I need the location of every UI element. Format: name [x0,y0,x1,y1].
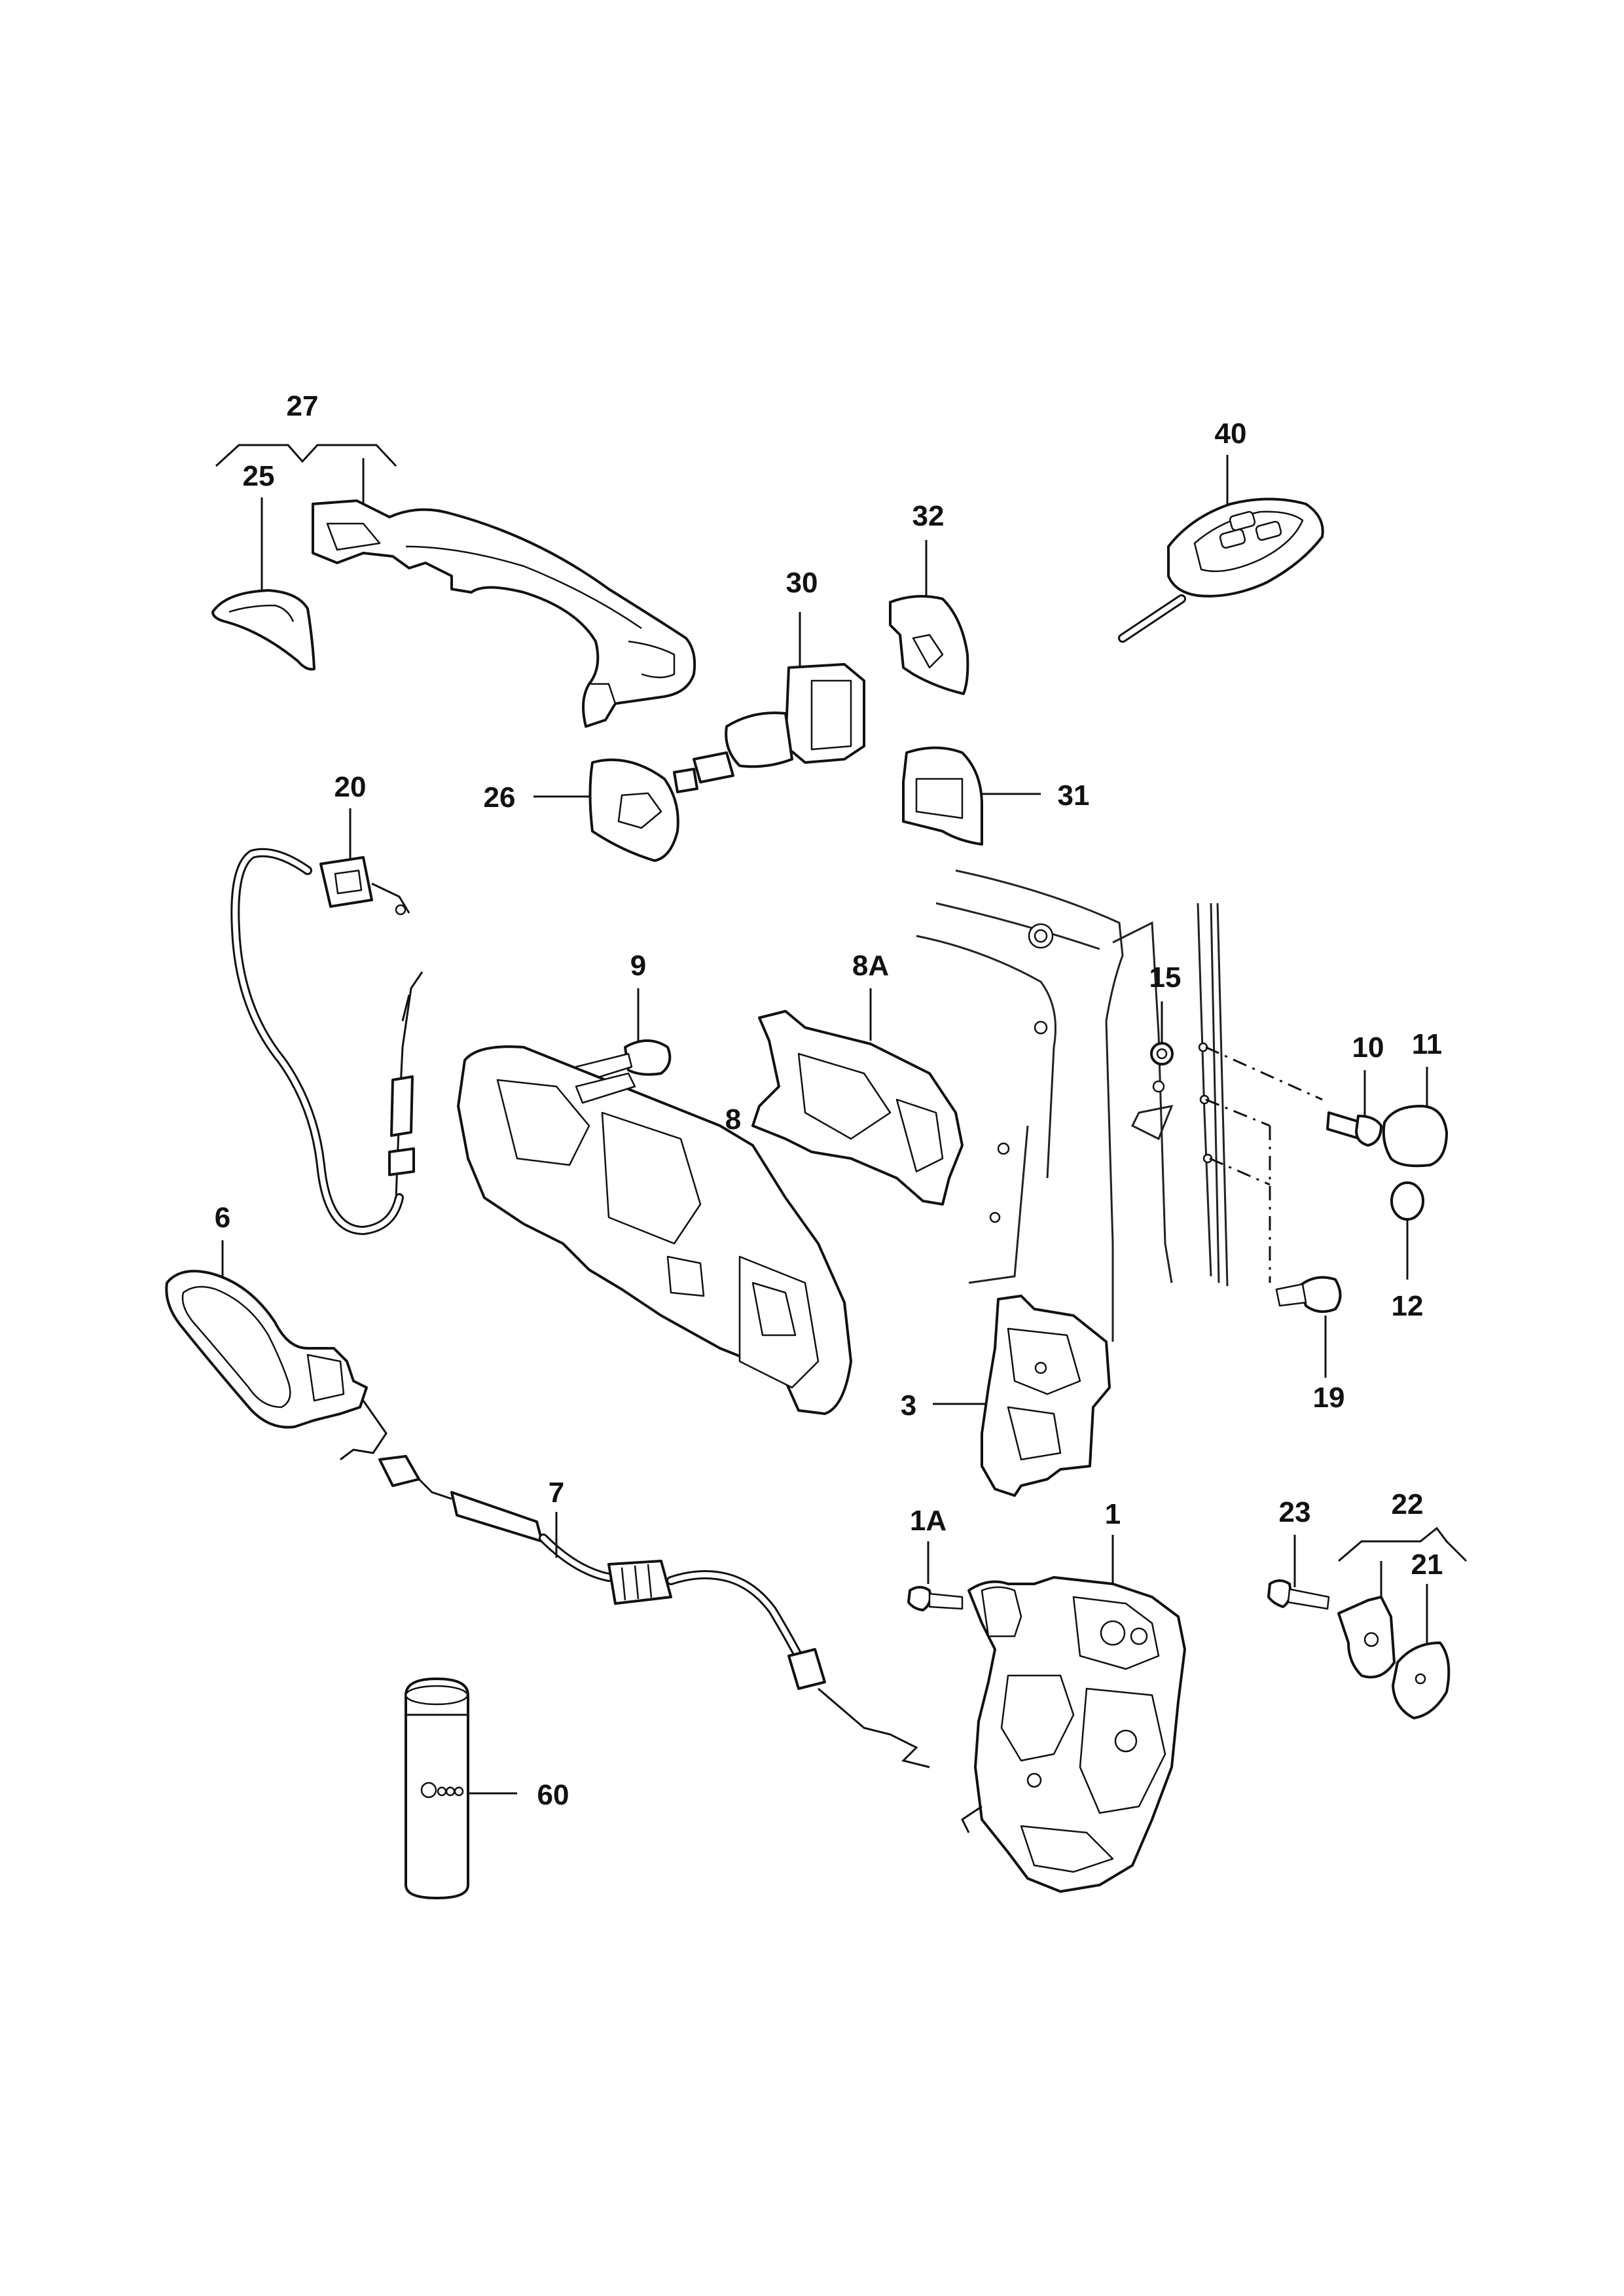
label-1: 1 [1105,1498,1121,1530]
trim-cap-25 [211,589,316,671]
label-10: 10 [1352,1031,1384,1064]
label-26: 26 [484,781,516,814]
bracket-3-group [933,1295,1111,1497]
release-cable-7-group [340,1400,930,1768]
door-frame-outline [916,869,1229,1342]
label-1a: 1A [910,1505,947,1537]
trim-cap-26-group [533,758,679,862]
label-3: 3 [901,1390,916,1422]
cap-11-group [1382,1067,1448,1168]
label-15: 15 [1149,961,1182,994]
door-lock-group [961,1535,1186,1893]
label-27: 27 [287,390,319,422]
bolt-9-group [575,988,672,1085]
grease-can-group [405,1677,517,1899]
label-25: 25 [243,460,275,492]
label-8: 8 [725,1103,741,1136]
inner-handle-group [165,1240,368,1429]
label-21: 21 [1411,1549,1443,1581]
striker-assembly-group [1267,1526,1468,1719]
handle-carrier-group [457,1045,852,1415]
bracket-3 [981,1295,1111,1497]
label-30: 30 [786,567,818,599]
seal-ring-12 [1390,1181,1424,1221]
label-20: 20 [334,771,367,803]
label-31: 31 [1058,780,1090,812]
label-22: 22 [1392,1488,1424,1520]
label-32: 32 [912,500,945,532]
screw-23 [1267,1579,1292,1608]
label-9: 9 [630,950,646,982]
cover-cap-11 [1382,1105,1448,1168]
lock-cylinder-group [673,612,865,793]
striker-pin-group [1326,1070,1382,1147]
label-19: 19 [1313,1382,1345,1414]
cap-32-group [889,540,969,695]
label-11: 11 [1412,1028,1443,1060]
seal-ring-group [1390,1181,1424,1280]
key-fob-group [1118,455,1324,643]
label-12: 12 [1392,1290,1424,1322]
bolt-9 [624,1039,672,1076]
label-60: 60 [537,1779,569,1811]
label-8a: 8A [852,950,889,982]
bracket-8a-group [751,988,964,1206]
bolt-1a-group [907,1541,964,1611]
release-cable-20-group [230,808,424,1236]
label-40: 40 [1215,418,1247,450]
screw-19-group [1275,1276,1342,1378]
outer-door-handle-group [211,444,696,728]
cap-31-group [902,746,1041,846]
outer-door-handle [312,499,696,728]
label-7: 7 [549,1477,564,1509]
screw-19 [1298,1276,1342,1313]
bolt-1a [907,1586,932,1611]
label-23: 23 [1279,1496,1311,1528]
label-6: 6 [215,1202,230,1234]
